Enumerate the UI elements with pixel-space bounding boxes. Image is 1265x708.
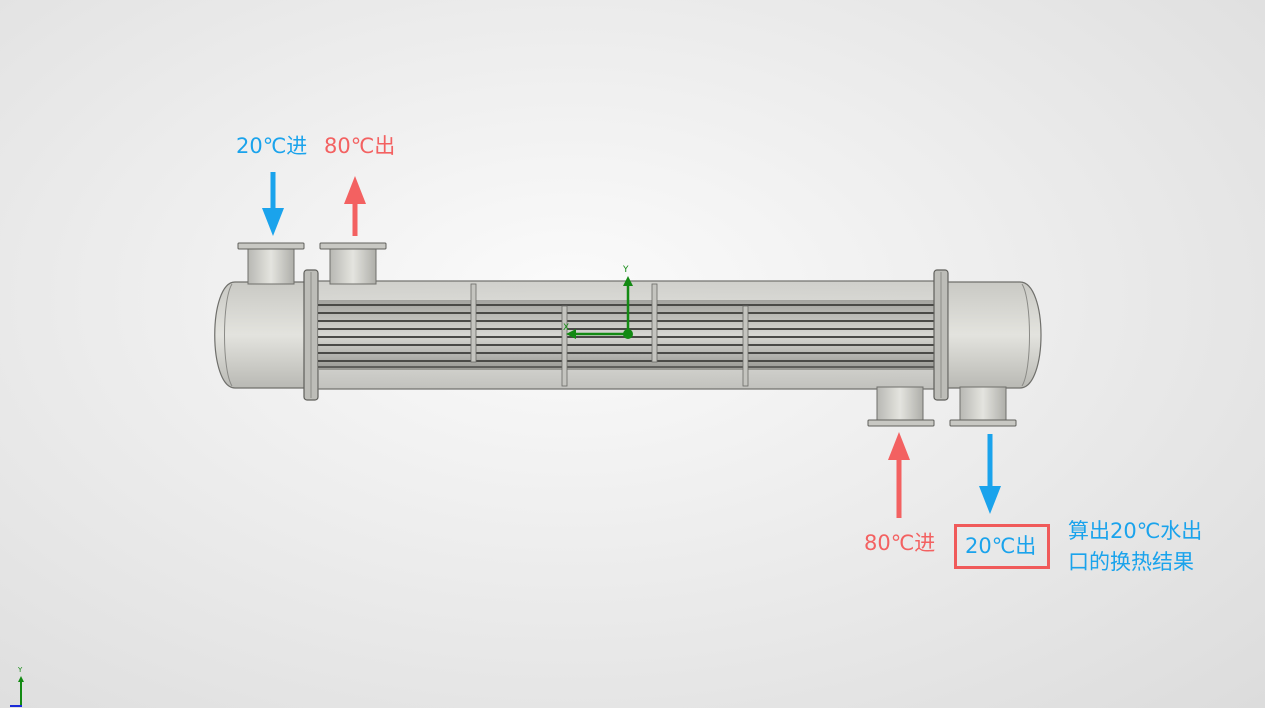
label-cold-outlet: 20℃出 bbox=[965, 534, 1037, 558]
global-coordinate-triad: Y bbox=[10, 666, 24, 707]
note-line-1: 算出20℃水出 bbox=[1068, 519, 1203, 543]
right-channel-head bbox=[947, 281, 1042, 389]
note-line-2: 口的换热结果 bbox=[1068, 550, 1194, 574]
label-hot-outlet: 80℃出 bbox=[324, 134, 396, 158]
local-coordinate-triad: Y X bbox=[563, 265, 633, 339]
label-hot-inlet: 80℃进 bbox=[864, 531, 936, 555]
nozzle-hot-outlet bbox=[319, 242, 387, 285]
arrow-hot-in bbox=[888, 432, 910, 518]
left-channel-head bbox=[214, 281, 307, 389]
right-tubesheet bbox=[933, 269, 949, 401]
triad-y-label: Y bbox=[622, 265, 629, 275]
annotation-note: 算出20℃水出 口的换热结果 bbox=[1068, 516, 1202, 578]
global-y-label: Y bbox=[17, 666, 23, 674]
nozzle-cold-outlet bbox=[949, 386, 1017, 427]
arrow-cold-in bbox=[262, 172, 284, 236]
nozzle-hot-inlet bbox=[867, 386, 935, 427]
label-cold-inlet: 20℃进 bbox=[236, 134, 308, 158]
triad-x-label: X bbox=[563, 323, 569, 333]
arrow-cold-out bbox=[979, 434, 1001, 514]
baffles bbox=[470, 283, 749, 387]
arrow-hot-out bbox=[344, 176, 366, 236]
highlight-box-cold-outlet: 20℃出 bbox=[954, 524, 1050, 569]
nozzle-cold-inlet bbox=[237, 242, 305, 285]
left-tubesheet bbox=[303, 269, 319, 401]
